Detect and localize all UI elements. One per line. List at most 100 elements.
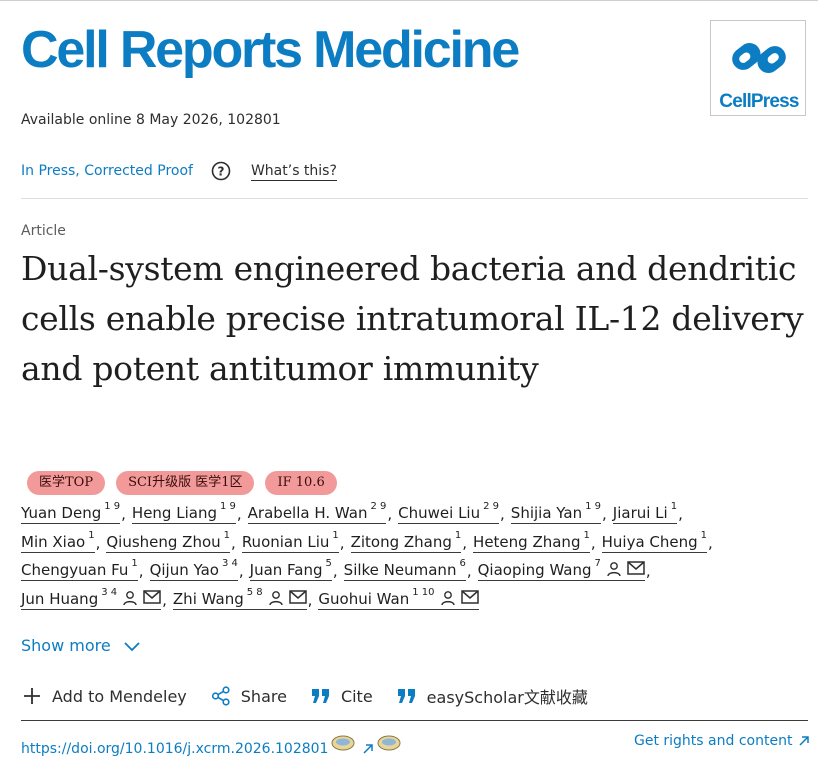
mendeley-label: Add to Mendeley	[52, 686, 187, 706]
author-name: Chengyuan Fu	[21, 561, 129, 580]
cellpress-logo-icon	[732, 42, 786, 74]
affiliation-sup: 2 9	[483, 501, 500, 513]
mail-icon	[288, 590, 307, 604]
chevron-down-icon	[124, 641, 140, 651]
author-name: Zhi Wang	[172, 589, 244, 608]
add-to-mendeley-button[interactable]: Add to Mendeley	[22, 686, 187, 706]
person-icon	[607, 562, 621, 577]
mail-icon	[627, 561, 645, 575]
author-name: Jiarui Li	[612, 504, 668, 523]
affiliation-sup: 1	[583, 529, 590, 541]
affiliation-sup: 3 4	[221, 558, 238, 570]
author-name: Zitong Zhang	[350, 532, 452, 551]
availability-text: Available online 8 May 2026, 102801	[21, 112, 281, 128]
author-name: Min Xiao	[21, 532, 86, 551]
affiliation-sup: 1 9	[219, 501, 236, 513]
svg-text:?: ?	[217, 165, 224, 179]
author-name: Silke Neumann	[343, 561, 457, 580]
share-icon	[211, 686, 230, 706]
question-circle-icon[interactable]: ?	[211, 161, 231, 181]
rights-link[interactable]: Get rights and content	[634, 733, 810, 749]
badge-impact-factor[interactable]: IF 10.6	[265, 471, 337, 495]
whats-this-link[interactable]: What’s this?	[250, 162, 337, 181]
top-border	[0, 0, 818, 1]
author-name: Guohui Wan	[318, 589, 410, 608]
cite-button[interactable]: Cite	[311, 687, 373, 706]
doi-row: https://doi.org/10.1016/j.xcrm.2026.1028…	[21, 735, 402, 758]
affiliation-sup: 7	[594, 558, 601, 570]
author-name: Ruonian Liu	[241, 532, 330, 551]
external-link-icon	[799, 736, 810, 746]
article-type: Article	[21, 223, 66, 239]
badge-list: 医学TOP SCI升级版 医学1区 IF 10.6	[27, 471, 337, 495]
author-name: Heteng Zhang	[473, 532, 581, 551]
author-name: Qijun Yao	[149, 561, 219, 580]
actions-divider	[21, 720, 808, 721]
author-name: Shijia Yan	[510, 504, 583, 523]
author-name: Heng Liang	[131, 504, 217, 523]
person-icon	[440, 590, 455, 605]
article-actions: Add to Mendeley Share Cite easyScholar文献…	[22, 684, 612, 708]
journal-title[interactable]: Cell Reports Medicine	[21, 21, 520, 79]
cellpress-logo-text: CellPress	[719, 91, 799, 112]
author-name: Huiya Cheng	[601, 532, 698, 551]
affiliation-sup: 1	[670, 501, 678, 513]
mail-icon	[143, 590, 161, 604]
affiliation-sup: 1	[88, 529, 95, 541]
share-button[interactable]: Share	[211, 686, 287, 706]
library-lookup-icon[interactable]	[376, 734, 402, 752]
affiliation-sup: 3 4	[101, 586, 118, 598]
article-title: Dual-system engineered bacteria and dend…	[21, 249, 804, 388]
external-link-icon[interactable]	[362, 743, 374, 755]
person-icon	[268, 590, 283, 605]
easyscholar-button[interactable]: easyScholar文献收藏	[397, 684, 588, 708]
rights-label: Get rights and content	[634, 733, 793, 749]
cite-label: Cite	[340, 686, 373, 706]
show-more-button[interactable]: Show more	[21, 636, 141, 655]
affiliation-sup: 2 9	[370, 501, 387, 513]
badge-sci-ranking[interactable]: SCI升级版 医学1区	[116, 471, 255, 495]
cellpress-logo[interactable]: CellPress	[710, 20, 806, 116]
status-label[interactable]: In Press, Corrected Proof	[21, 163, 193, 179]
author-name: Qiusheng Zhou	[106, 532, 221, 551]
affiliation-sup: 1 9	[104, 501, 121, 513]
quote-icon	[397, 689, 415, 703]
affiliation-sup: 1	[223, 529, 231, 541]
library-lookup-icon[interactable]	[330, 734, 356, 752]
article-status: In Press, Corrected Proof ? What’s this?	[21, 159, 337, 183]
mail-icon	[460, 590, 479, 604]
affiliation-sup: 6	[459, 558, 466, 570]
author-name: Yuan Deng	[21, 504, 102, 523]
affiliation-sup: 1 9	[585, 501, 601, 513]
affiliation-sup: 1	[454, 529, 462, 541]
affiliation-sup: 5 8	[246, 586, 263, 598]
doi-link[interactable]: https://doi.org/10.1016/j.xcrm.2026.1028…	[21, 741, 329, 757]
author-name: Qiaoping Wang	[477, 561, 592, 580]
badge-medical-top[interactable]: 医学TOP	[27, 471, 106, 495]
affiliation-sup: 1 10	[412, 586, 435, 598]
